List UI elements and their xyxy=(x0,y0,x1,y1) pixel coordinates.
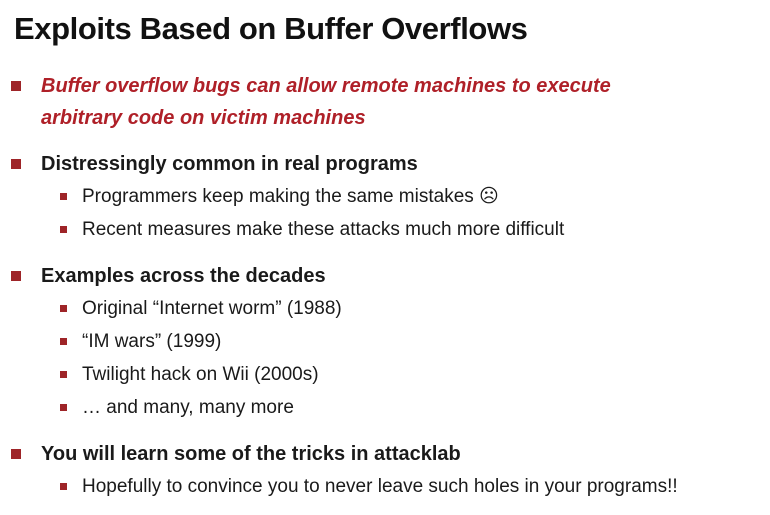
bullet-item: … and many, many more xyxy=(0,391,762,424)
bullet-square-icon xyxy=(11,449,21,459)
bullet-square-icon xyxy=(11,271,21,281)
bullet-square-icon xyxy=(60,404,67,411)
bullet-item: Twilight hack on Wii (2000s) xyxy=(0,358,762,391)
bullet-item: You will learn some of the tricks in att… xyxy=(0,438,762,470)
bullet-text: Examples across the decades xyxy=(41,265,326,287)
bullet-square-icon xyxy=(60,305,67,312)
bullet-item: Buffer overflow bugs can allow remote ma… xyxy=(0,70,762,134)
bullet-text: Distressingly common in real programs xyxy=(41,153,418,175)
bullet-text: Original “Internet worm” (1988) xyxy=(82,298,342,319)
bullet-square-icon xyxy=(60,226,67,233)
bullet-square-icon xyxy=(60,483,67,490)
bullet-text: “IM wars” (1999) xyxy=(82,331,222,352)
bullet-item: Hopefully to convince you to never leave… xyxy=(0,470,762,503)
bullet-text: You will learn some of the tricks in att… xyxy=(41,443,461,465)
bullet-square-icon xyxy=(60,371,67,378)
bullet-item: Distressingly common in real programs xyxy=(0,148,762,180)
bullet-square-icon xyxy=(60,338,67,345)
bullet-text: Buffer overflow bugs can allow remote ma… xyxy=(41,75,611,129)
bullet-item: Original “Internet worm” (1988) xyxy=(0,292,762,325)
bullet-square-icon xyxy=(60,193,67,200)
bullet-item: “IM wars” (1999) xyxy=(0,325,762,358)
bullet-square-icon xyxy=(11,81,21,91)
bullet-text: Programmers keep making the same mistake… xyxy=(82,186,499,207)
bullet-square-icon xyxy=(11,159,21,169)
bullet-item: Recent measures make these attacks much … xyxy=(0,213,762,246)
bullet-text: Twilight hack on Wii (2000s) xyxy=(82,364,319,385)
bullet-text: Recent measures make these attacks much … xyxy=(82,219,565,240)
bullet-item: Examples across the decades xyxy=(0,260,762,292)
slide-title: Exploits Based on Buffer Overflows xyxy=(14,11,528,46)
bullet-text: … and many, many more xyxy=(82,397,294,418)
bullet-item: Programmers keep making the same mistake… xyxy=(0,180,762,213)
bullet-list: Buffer overflow bugs can allow remote ma… xyxy=(0,70,762,503)
bullet-text: Hopefully to convince you to never leave… xyxy=(82,476,678,497)
